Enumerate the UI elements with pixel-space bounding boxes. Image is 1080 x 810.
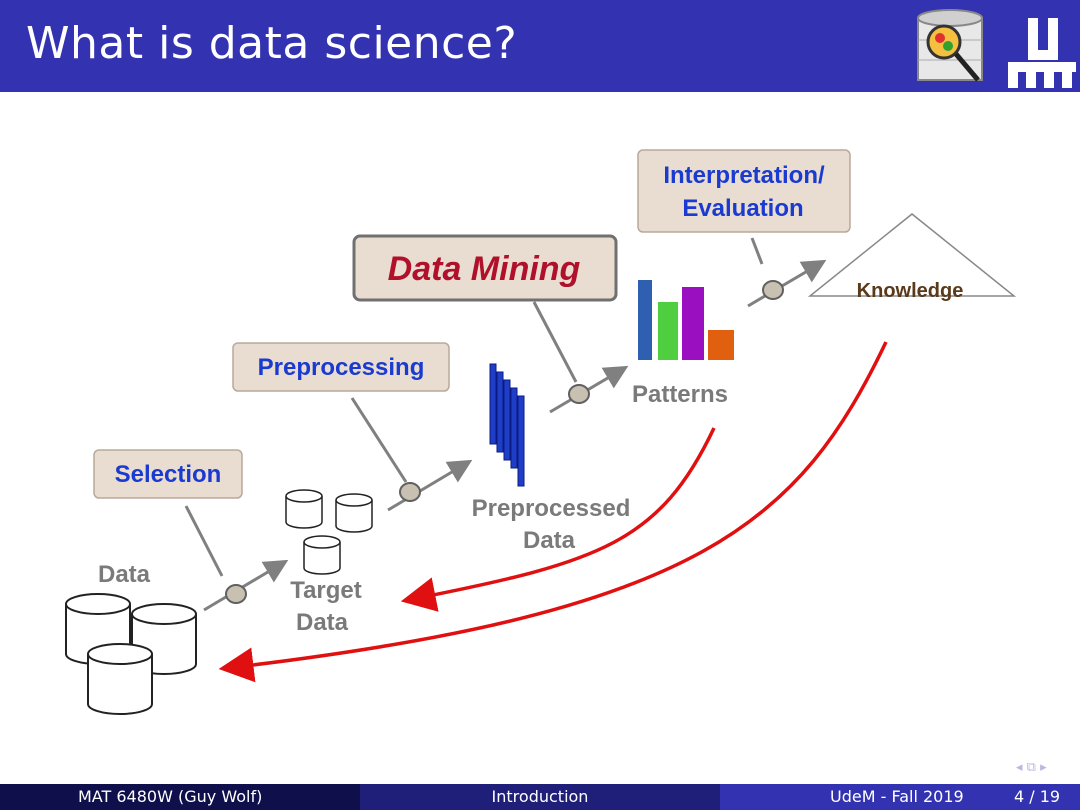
preprocessing-label: Preprocessing (258, 354, 425, 381)
interpretation-label-2: Evaluation (682, 195, 803, 222)
udem-logo-icon (1008, 18, 1076, 88)
stage-knowledge-label: Knowledge (857, 280, 964, 302)
footer-term-cell: UdeM - Fall 2019 4 / 19 (720, 784, 1080, 810)
beamer-nav-icon[interactable]: ◂ ⧉ ▸ (1016, 760, 1047, 775)
preprocessing-box: Preprocessing (232, 342, 450, 392)
stage-target-label-2: Data (296, 609, 349, 636)
stage-target-label-1: Target (290, 577, 362, 604)
logos (917, 9, 1076, 88)
footer-section: Introduction (491, 787, 589, 806)
target-data-cylinders-icon (285, 489, 373, 575)
slide-header: What is data science? (0, 0, 1080, 92)
data-cylinders-icon (65, 593, 197, 715)
slide-footer: MAT 6480W (Guy Wolf) Introduction UdeM -… (0, 784, 1080, 810)
footer-section-cell: Introduction (360, 784, 720, 810)
feedback-arrow-knowledge (218, 341, 888, 683)
interpretation-box: Interpretation/ Evaluation (637, 149, 851, 233)
interpretation-label-1: Interpretation/ (663, 162, 825, 189)
stage-preprocessed-label-2: Data (523, 527, 576, 554)
database-magnifier-logo-icon (917, 9, 983, 82)
patterns-bars-icon (638, 280, 734, 360)
preprocessed-data-icon (489, 363, 525, 487)
stage-patterns-label: Patterns (632, 381, 728, 408)
stage-preprocessed-label-1: Preprocessed (472, 495, 631, 522)
feedback-arrow-patterns (400, 427, 716, 612)
data-mining-label: Data Mining (388, 250, 581, 288)
footer-author: MAT 6480W (Guy Wolf) (78, 787, 263, 806)
footer-term: UdeM - Fall 2019 (830, 787, 964, 806)
footer-author-cell: MAT 6480W (Guy Wolf) (0, 784, 360, 810)
selection-label: Selection (115, 461, 222, 488)
selection-box: Selection (93, 449, 243, 499)
kdd-process-diagram: Data Target Data Preprocessed Data Patte… (65, 149, 1017, 715)
footer-page-number: 4 / 19 (1014, 787, 1061, 806)
stage-data-label: Data (98, 561, 151, 588)
slide-title: What is data science? (26, 18, 518, 69)
transition-knobs (225, 280, 784, 604)
knowledge-triangle-icon (807, 213, 1017, 297)
data-mining-box: Data Mining (352, 234, 618, 302)
